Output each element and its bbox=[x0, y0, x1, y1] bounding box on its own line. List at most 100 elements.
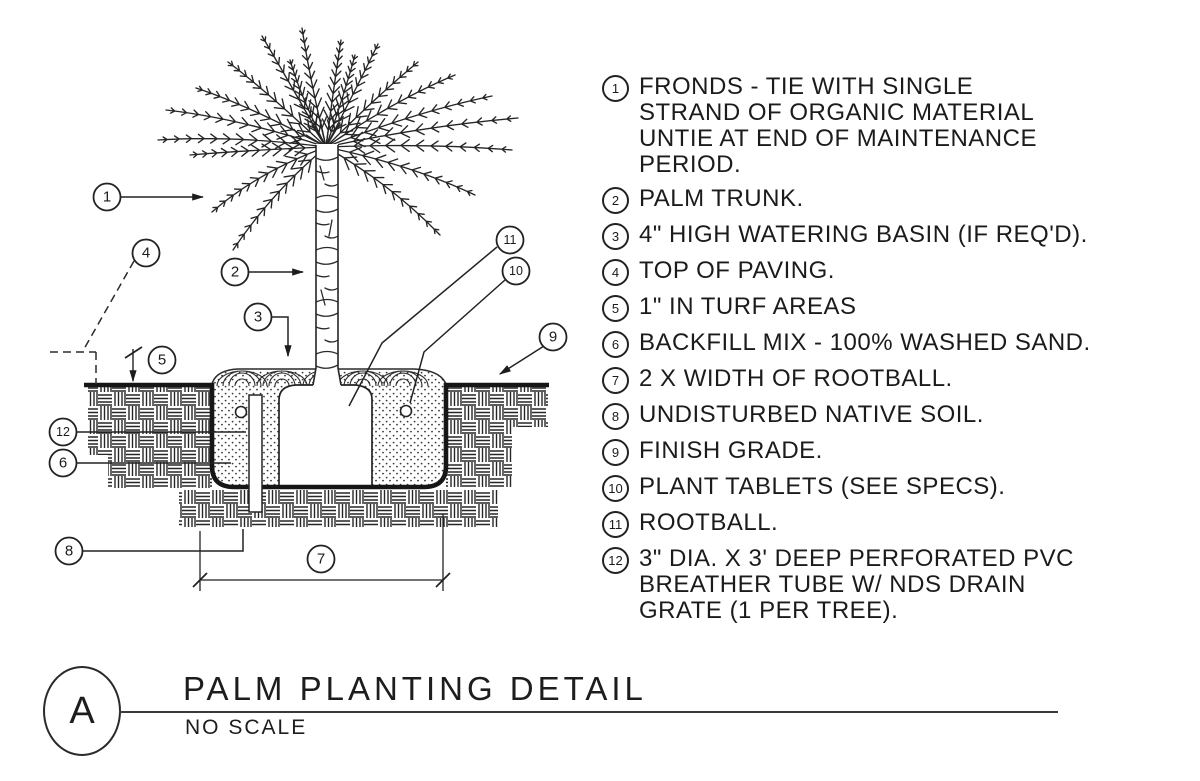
callout-bubble: 8 bbox=[54, 536, 84, 566]
palm-frond bbox=[189, 140, 327, 159]
legend-item-line: ROOTBALL. bbox=[639, 509, 779, 536]
palm-trunk-outline bbox=[312, 145, 342, 386]
palm-frond bbox=[287, 59, 327, 148]
legend-item-line: GRATE (1 PER TREE). bbox=[639, 597, 899, 624]
callout-bubble: 3 bbox=[243, 302, 273, 332]
legend-item-line: 4" HIGH WATERING BASIN (IF REQ'D). bbox=[639, 221, 1088, 248]
callout-number: 6 bbox=[59, 455, 67, 472]
legend-item-line: FRONDS - TIE WITH SINGLE bbox=[639, 73, 974, 100]
callout-bubble: 12 bbox=[48, 417, 78, 447]
callout-bubble: 2 bbox=[220, 257, 250, 287]
callout-bubble: 5 bbox=[147, 345, 177, 375]
callout-bubble: 7 bbox=[306, 544, 336, 574]
legend-item-text: FINISH GRADE. bbox=[639, 438, 823, 464]
callout-bubble: 4 bbox=[131, 238, 161, 268]
legend-item-line: PALM TRUNK. bbox=[639, 185, 804, 212]
callout-leader-lines bbox=[77, 193, 545, 552]
palm-frond bbox=[325, 43, 381, 148]
callout-number: 4 bbox=[142, 245, 150, 262]
palm-frond bbox=[325, 115, 519, 148]
palm-fronds bbox=[157, 27, 519, 251]
legend-callout-number: 11 bbox=[602, 511, 629, 538]
callout-number: 1 bbox=[103, 189, 111, 206]
detail-scale: NO SCALE bbox=[185, 716, 308, 739]
legend-callout-number: 7 bbox=[602, 367, 629, 394]
legend-item-line: 2 X WIDTH OF ROOTBALL. bbox=[639, 365, 953, 392]
legend-callout-number: 6 bbox=[602, 331, 629, 358]
legend-callout-number: 3 bbox=[602, 223, 629, 250]
legend-item-line: BREATHER TUBE W/ NDS DRAIN bbox=[639, 571, 1026, 598]
title-underline bbox=[119, 711, 1058, 713]
callout-number: 7 bbox=[317, 551, 325, 568]
callout-number: 3 bbox=[254, 309, 262, 326]
legend-callout-number: 4 bbox=[602, 259, 629, 286]
legend-item-line: 3" DIA. X 3' DEEP PERFORATED PVC bbox=[639, 545, 1074, 572]
legend-item-text: ROOTBALL. bbox=[639, 510, 778, 536]
legend-item-line: BACKFILL MIX - 100% WASHED SAND. bbox=[639, 329, 1091, 356]
palm-frond bbox=[325, 73, 456, 148]
title-block: A PALM PLANTING DETAIL NO SCALE bbox=[0, 640, 1200, 781]
callout-bubbles: 1 2 3 4 5 6 bbox=[48, 182, 568, 574]
legend-callout-number: 10 bbox=[602, 475, 629, 502]
turf-height-dimension bbox=[124, 346, 143, 383]
legend-item-line: FINISH GRADE. bbox=[639, 437, 823, 464]
finish-grade-and-pit-outline bbox=[84, 382, 549, 490]
callout-bubble: 9 bbox=[538, 322, 568, 352]
palm-trunk bbox=[313, 144, 341, 386]
plant-tablets bbox=[234, 404, 413, 419]
detail-reference-bubble: A bbox=[43, 666, 121, 756]
callout-number: 8 bbox=[65, 543, 73, 560]
palm-frond bbox=[165, 107, 327, 148]
callout-bubble: 1 bbox=[92, 182, 122, 212]
legend-item-line: PERIOD. bbox=[639, 151, 742, 178]
legend-item-text: 4" HIGH WATERING BASIN (IF REQ'D). bbox=[639, 222, 1088, 248]
callout-number: 5 bbox=[158, 352, 166, 369]
legend-item-text: PALM TRUNK. bbox=[639, 186, 804, 212]
legend-callout-number: 12 bbox=[602, 547, 629, 574]
legend-item-text: 1" IN TURF AREAS bbox=[639, 294, 856, 320]
legend-item-text: UNDISTURBED NATIVE SOIL. bbox=[639, 402, 984, 428]
callout-number: 12 bbox=[56, 425, 70, 439]
rootball-width-dimension bbox=[192, 514, 451, 591]
callout-bubble: 11 bbox=[495, 225, 525, 255]
palm-frond bbox=[227, 60, 327, 148]
palm-frond bbox=[299, 27, 328, 148]
callout-number: 10 bbox=[509, 264, 523, 278]
palm-planting-detail-drawing: 1 2 3 4 5 6 bbox=[48, 27, 568, 591]
legend-callout-number: 9 bbox=[602, 439, 629, 466]
legend-item-text: TOP OF PAVING. bbox=[639, 258, 835, 284]
legend-item: 3 4" HIGH WATERING BASIN (IF REQ'D). bbox=[602, 222, 1198, 250]
palm-frond bbox=[325, 93, 493, 148]
legend-item-line: 1" IN TURF AREAS bbox=[639, 293, 857, 320]
callout-bubble: 10 bbox=[501, 256, 531, 286]
callout-number: 2 bbox=[231, 264, 239, 281]
legend-item: 6 BACKFILL MIX - 100% WASHED SAND. bbox=[602, 330, 1198, 358]
callout-bubble: 6 bbox=[48, 448, 78, 478]
legend-item-line: STRAND OF ORGANIC MATERIAL bbox=[639, 99, 1035, 126]
legend-item: 7 2 X WIDTH OF ROOTBALL. bbox=[602, 366, 1198, 394]
legend-item-text: BACKFILL MIX - 100% WASHED SAND. bbox=[639, 330, 1091, 356]
legend-callout-number: 1 bbox=[602, 75, 629, 102]
palm-frond bbox=[157, 133, 327, 151]
legend-item: 9 FINISH GRADE. bbox=[602, 438, 1198, 466]
palm-frond bbox=[195, 85, 327, 148]
palm-trunk-texture bbox=[315, 156, 339, 369]
native-soil-hatch bbox=[88, 387, 548, 527]
rootball bbox=[278, 384, 373, 489]
legend-item-text: PLANT TABLETS (SEE SPECS). bbox=[639, 474, 1005, 500]
crown-spikes bbox=[305, 116, 348, 148]
detail-title: PALM PLANTING DETAIL bbox=[183, 670, 647, 707]
legend-item-line: PLANT TABLETS (SEE SPECS). bbox=[639, 473, 1006, 500]
palm-frond bbox=[211, 146, 327, 213]
legend-item-line: UNDISTURBED NATIVE SOIL. bbox=[639, 401, 984, 428]
palm-frond bbox=[325, 137, 513, 154]
legend-item: 10 PLANT TABLETS (SEE SPECS). bbox=[602, 474, 1198, 502]
detail-letter: A bbox=[69, 689, 95, 732]
